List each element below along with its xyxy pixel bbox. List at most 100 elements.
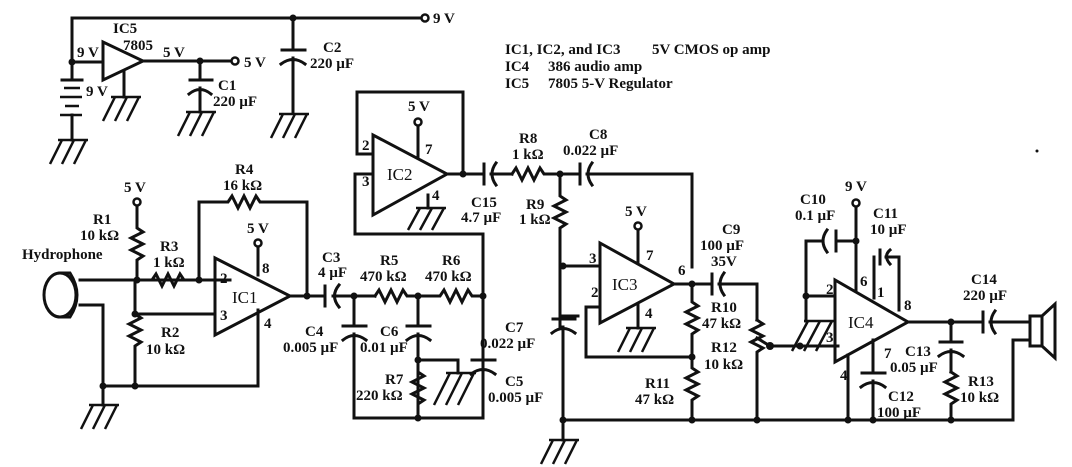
label-9v-rail: 9 V — [433, 11, 455, 27]
value-r12: 10 kΩ — [704, 357, 743, 373]
pin-ic3-4: 4 — [645, 306, 653, 322]
label-r1: R1 — [93, 212, 111, 228]
label-r10: R10 — [711, 300, 737, 316]
label-hydrophone: Hydrophone — [22, 247, 103, 263]
pin-ic2-2: 2 — [362, 138, 370, 154]
speaker-icon — [1028, 300, 1057, 362]
label-c8: C8 — [589, 127, 607, 143]
ic1-opamp — [213, 255, 294, 338]
pin-ic1-8: 8 — [262, 261, 270, 277]
label-c13: C13 — [905, 344, 931, 360]
value-c9: 100 µF — [700, 238, 744, 254]
value-r4: 16 kΩ — [223, 178, 262, 194]
value-c2: 220 µF — [310, 56, 354, 72]
pin-ic4-3: 3 — [826, 330, 834, 346]
value-r7: 220 kΩ — [356, 388, 403, 404]
label-c9: C9 — [722, 222, 740, 238]
pin-ic3-2: 2 — [591, 285, 599, 301]
pin-ic4-1: 1 — [877, 285, 885, 301]
label-c2: C2 — [323, 40, 341, 56]
pin-ic4-8: 8 — [904, 298, 912, 314]
label-r11: R11 — [645, 376, 670, 392]
value-c15: 4.7 µF — [461, 210, 501, 226]
legend-desc-1: 5V CMOS op amp — [652, 42, 771, 58]
value-r8: 1 kΩ — [512, 147, 544, 163]
value-r11: 47 kΩ — [635, 392, 674, 408]
legend-desc-3: 7805 5-V Regulator — [548, 76, 673, 92]
label-c14: C14 — [971, 272, 997, 288]
legend-ic-1: IC1, IC2, and IC3 — [505, 42, 620, 58]
label-c10: C10 — [800, 192, 826, 208]
legend-ic-2: IC4 — [505, 59, 530, 75]
filter-stage: C3 4 µF R5 470 kΩ R6 470 kΩ C4 0.005 µF … — [283, 172, 543, 422]
label-ic3: IC3 — [612, 275, 638, 294]
label-r13: R13 — [968, 374, 994, 390]
ic2-opamp — [371, 132, 451, 218]
value-c4: 0.005 µF — [283, 340, 338, 356]
terminal-5v — [230, 56, 240, 66]
label-r7: R7 — [385, 372, 404, 388]
label-ic2: IC2 — [387, 165, 413, 184]
ic3-stage: C7 0.022 µF IC3 3 2 5 V 7 4 6 R10 47 kΩ … — [480, 204, 840, 466]
label-ic1: IC1 — [232, 288, 258, 307]
pin-ic4-6: 6 — [860, 274, 868, 290]
value-c13: 0.05 µF — [890, 360, 938, 376]
value-r5: 470 kΩ — [360, 269, 407, 285]
label-c7: C7 — [505, 320, 524, 336]
value-c10: 0.1 µF — [795, 208, 835, 224]
label-c15: C15 — [471, 195, 497, 211]
label-r2: R2 — [161, 325, 179, 341]
pin-ic4-7: 7 — [884, 346, 892, 362]
label-r8: R8 — [519, 131, 537, 147]
value-r10: 47 kΩ — [702, 316, 741, 332]
label-ic5-part: 7805 — [123, 38, 153, 54]
value-r9: 1 kΩ — [519, 212, 551, 228]
label-c1: C1 — [218, 78, 236, 94]
pin-ic2-4: 4 — [432, 188, 440, 204]
buffer-stage: IC2 2 3 5 V 7 4 C15 4.7 µF R8 1 kΩ C8 — [355, 90, 694, 330]
label-ic2-5v: 5 V — [408, 99, 430, 115]
pin-ic3-3: 3 — [589, 251, 597, 267]
value-c8: 0.022 µF — [563, 143, 618, 159]
label-ic5-in: 9 V — [77, 45, 99, 61]
value-c6: 0.01 µF — [360, 340, 408, 356]
legend-desc-2: 386 audio amp — [548, 59, 642, 75]
pin-ic1-3: 3 — [220, 308, 228, 324]
label-battery: 9 V — [86, 84, 108, 100]
input-stage: Hydrophone 5 V R1 10 kΩ R2 10 kΩ R3 1 kΩ… — [22, 162, 327, 431]
label-5v-rail: 5 V — [244, 55, 266, 71]
pin-ic1-2: 2 — [220, 271, 228, 287]
label-r6: R6 — [442, 253, 461, 269]
power-section: 9 V 9 V IC5 7805 5 V 5 V C1 220 µF C2 22… — [48, 11, 455, 166]
label-r5: R5 — [380, 253, 398, 269]
label-c3: C3 — [322, 250, 340, 266]
legend: IC1, IC2, and IC3 5V CMOS op amp IC4 386… — [505, 42, 771, 92]
terminal-9v — [420, 13, 430, 23]
label-ic5-out: 5 V — [163, 45, 185, 61]
label-ic4: IC4 — [848, 313, 874, 332]
pin-ic4-4: 4 — [840, 368, 848, 384]
value-c1: 220 µF — [213, 94, 257, 110]
value-c7: 0.022 µF — [480, 336, 535, 352]
label-c5: C5 — [505, 374, 523, 390]
value-c12: 100 µF — [877, 405, 921, 421]
pin-ic1-4: 4 — [264, 316, 272, 332]
label-r3: R3 — [160, 239, 178, 255]
value-r3: 1 kΩ — [153, 255, 185, 271]
audio-amp-stage: C10 0.1 µF 9 V C11 10 µF IC4 2 3 6 1 8 7… — [755, 179, 1057, 424]
value-r1: 10 kΩ — [80, 228, 119, 244]
label-c12: C12 — [888, 389, 914, 405]
label-r1-5v: 5 V — [124, 180, 146, 196]
pin-ic2-7: 7 — [425, 142, 433, 158]
label-ic4-9v: 9 V — [845, 179, 867, 195]
legend-ic-3: IC5 — [505, 76, 529, 92]
pin-ic3-6: 6 — [678, 263, 686, 279]
value-c3: 4 µF — [318, 265, 347, 281]
label-c6: C6 — [380, 324, 399, 340]
label-c4: C4 — [305, 324, 324, 340]
pin-ic4-2: 2 — [826, 282, 834, 298]
label-r4: R4 — [235, 162, 254, 178]
value-c5: 0.005 µF — [488, 390, 543, 406]
r12-potentiometer — [747, 317, 767, 422]
